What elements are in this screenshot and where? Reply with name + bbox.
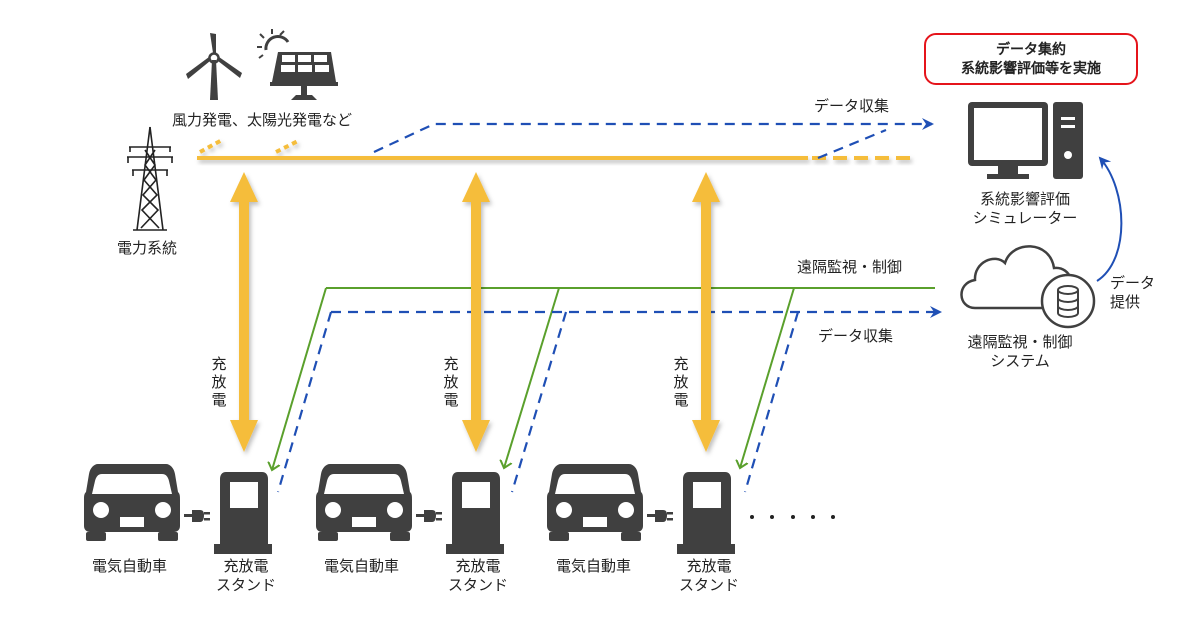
data-provision-arrow	[1096, 156, 1123, 282]
charge-discharge-arrow	[462, 172, 490, 452]
station-label-line1: 充放電	[455, 557, 501, 575]
remote-system-label: 遠隔監視・制御 システム	[955, 333, 1085, 371]
plug-icon	[416, 510, 442, 522]
simulator-label-line2: シミュレーター	[972, 209, 1078, 227]
station-label: 充放電スタンド	[213, 557, 279, 595]
car-icon	[84, 464, 180, 541]
charge-discharge-label: 充放電	[211, 355, 227, 409]
charge-discharge-arrow	[692, 172, 720, 452]
renewables-label: 風力発電、太陽光発電など	[172, 111, 353, 129]
car-label: 電気自動車	[556, 557, 632, 575]
remote-system-label-line2: システム	[990, 352, 1050, 370]
aggregation-callout: データ集約 系統影響評価等を実施	[924, 33, 1138, 85]
station-label-line2: スタンド	[215, 576, 276, 594]
charging-station-icon	[214, 472, 272, 554]
ellipsis-dots	[750, 515, 835, 519]
car-icon	[547, 464, 643, 541]
charge-discharge-arrow	[230, 172, 258, 452]
simulator-label: 系統影響評価 シミュレーター	[965, 190, 1085, 228]
charge-discharge-label: 充放電	[673, 355, 689, 409]
data-collection-line-top	[373, 118, 934, 160]
charging-station-icon	[677, 472, 735, 554]
callout-line1: データ集約	[996, 42, 1066, 58]
car-label: 電気自動車	[92, 557, 168, 575]
remote-control-label: 遠隔監視・制御	[797, 258, 903, 276]
transmission-tower-icon	[127, 126, 173, 231]
data-provision-label-line1: データ	[1110, 274, 1156, 292]
computer-icon	[968, 102, 1083, 179]
grid-label: 電力系統	[117, 239, 178, 257]
charge-discharge-label: 充放電	[443, 355, 459, 409]
data-collection-label-bottom: データ収集	[818, 327, 894, 345]
station-label-line1: 充放電	[223, 557, 269, 575]
car-label: 電気自動車	[324, 557, 400, 575]
car-icon	[316, 464, 412, 541]
data-provision-label: データ 提供	[1110, 274, 1155, 312]
station-label-line2: スタンド	[447, 576, 508, 594]
remote-control-line	[272, 287, 935, 470]
plug-icon	[184, 510, 210, 522]
data-provision-label-line2: 提供	[1110, 293, 1141, 311]
simulator-label-line1: 系統影響評価	[979, 190, 1070, 208]
station-label-line1: 充放電	[686, 557, 732, 575]
power-grid-line	[197, 138, 912, 160]
remote-system-label-line1: 遠隔監視・制御	[967, 333, 1073, 351]
database-icon	[1040, 273, 1096, 329]
charging-station-icon	[446, 472, 504, 554]
data-collection-label-top: データ収集	[814, 97, 890, 115]
station-label-line2: スタンド	[678, 576, 739, 594]
wind-turbine-icon	[186, 33, 242, 100]
solar-panel-icon	[257, 29, 338, 100]
plug-icon	[647, 510, 673, 522]
station-label: 充放電スタンド	[676, 557, 742, 595]
callout-line2: 系統影響評価等を実施	[961, 61, 1101, 77]
station-label: 充放電スタンド	[445, 557, 511, 595]
data-collection-line-bottom	[276, 306, 942, 493]
